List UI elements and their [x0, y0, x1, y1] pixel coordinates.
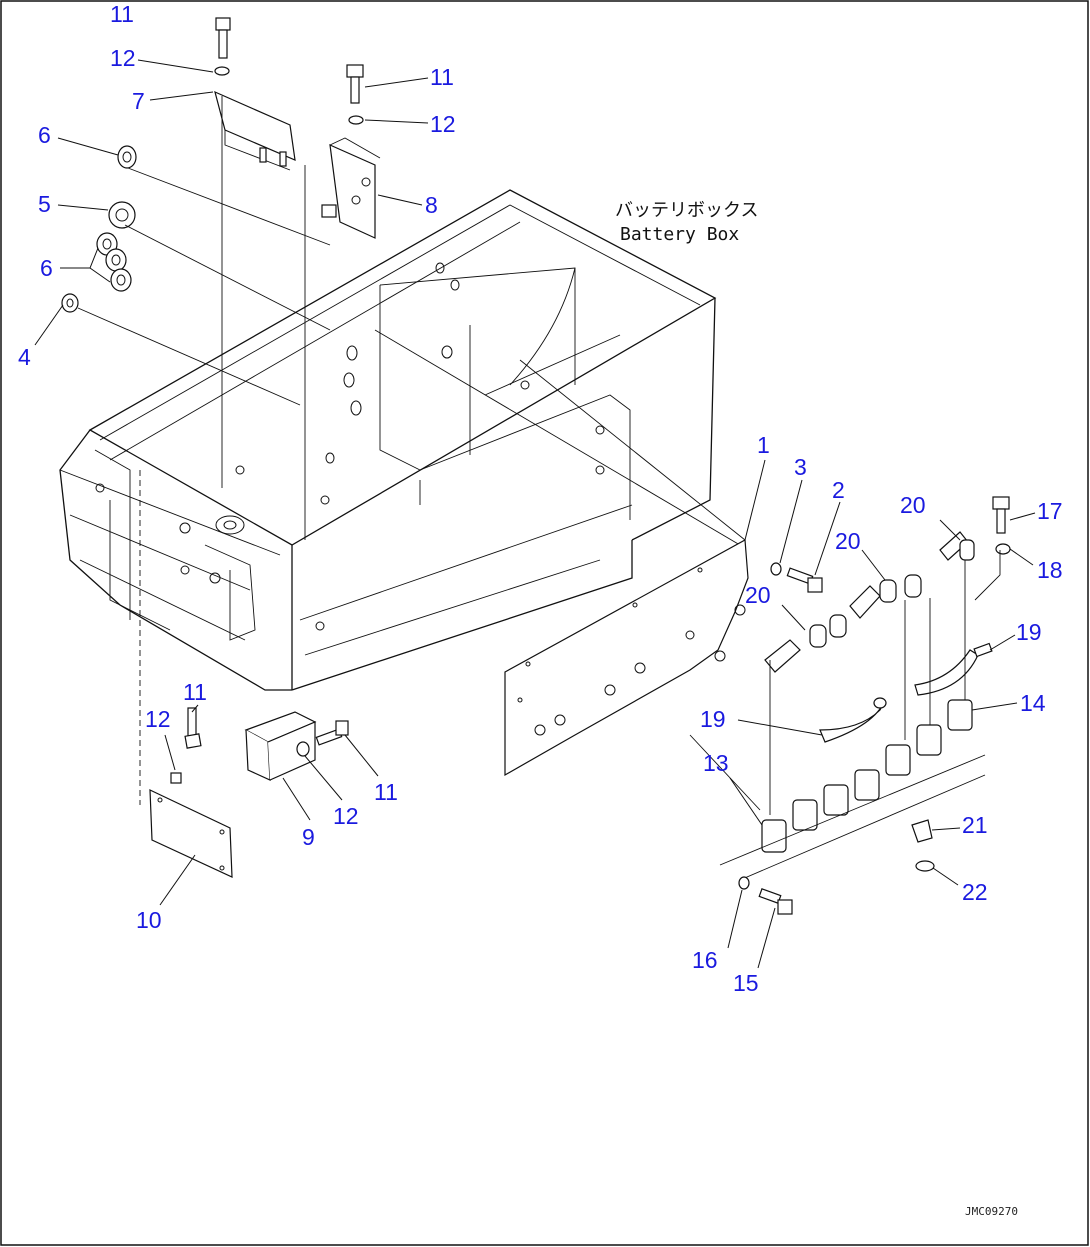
callout-11: 11 — [374, 779, 398, 805]
callout-8: 8 — [425, 192, 438, 218]
callout-18: 18 — [1037, 557, 1063, 583]
bolt-part-15 — [758, 888, 793, 915]
bolt-part-lower-middle — [315, 720, 349, 746]
washer-part-16 — [738, 876, 750, 890]
callout-16: 16 — [692, 947, 718, 973]
callout-15: 15 — [733, 970, 759, 996]
terminal-cap-part-20-b — [849, 574, 922, 619]
callout-11: 11 — [430, 64, 454, 90]
callout-21: 21 — [962, 812, 988, 838]
relay-array-part-13-14 — [719, 560, 986, 881]
bolt-part-upper-middle — [346, 64, 364, 104]
wire-part-19-b — [914, 642, 993, 696]
document-id: JMC09270 — [965, 1205, 1018, 1218]
washer-part-lower-middle — [296, 741, 310, 757]
bracket-part-7 — [214, 90, 296, 171]
grommet-part-6-stack — [96, 232, 132, 292]
bolt-part-2 — [786, 567, 823, 593]
callout-4: 4 — [18, 344, 31, 370]
grommet-part-5 — [108, 201, 136, 229]
callout-12: 12 — [145, 706, 171, 732]
caption-english: Battery Box — [620, 224, 739, 245]
callout-12: 12 — [110, 45, 136, 71]
washer-part-upper-middle — [348, 115, 364, 125]
nut-part-lower-left — [170, 772, 182, 784]
callout-6: 6 — [40, 255, 53, 281]
bracket-part-9 — [244, 711, 317, 781]
callout-20: 20 — [900, 492, 926, 518]
caption-japanese: バッテリボックス — [615, 200, 758, 221]
callout-11: 11 — [110, 1, 134, 27]
battery-box-body — [59, 189, 717, 691]
terminal-cap-part-20-a — [764, 614, 847, 673]
callout-numbers: 11 12 7 6 5 6 4 11 12 8 1 3 2 20 20 20 1… — [18, 1, 1063, 996]
callout-20: 20 — [745, 582, 771, 608]
callout-6: 6 — [38, 122, 51, 148]
grommet-part-4 — [61, 293, 79, 313]
callout-5: 5 — [38, 191, 51, 217]
callout-10: 10 — [136, 907, 162, 933]
wire-part-19-a — [819, 697, 887, 743]
callout-22: 22 — [962, 879, 988, 905]
callout-13: 13 — [703, 750, 729, 776]
bracket-part-8 — [321, 137, 381, 239]
fuse-part-21 — [911, 819, 933, 843]
top-washer-part — [214, 66, 230, 76]
callout-17: 17 — [1037, 498, 1063, 524]
assembly-lines-left — [77, 96, 746, 805]
callout-20: 20 — [835, 528, 861, 554]
ring-part-22 — [915, 860, 935, 872]
washer-part-3 — [770, 562, 782, 576]
callout-12: 12 — [430, 111, 456, 137]
callout-3: 3 — [794, 454, 807, 480]
callout-2: 2 — [832, 477, 845, 503]
bolt-part-lower-left — [184, 707, 202, 749]
callout-7: 7 — [132, 88, 145, 114]
bolt-part-17 — [992, 496, 1010, 534]
callout-12: 12 — [333, 803, 359, 829]
leader-lines — [34, 59, 1036, 969]
washer-part-18 — [995, 543, 1011, 555]
callout-9: 9 — [302, 824, 315, 850]
callout-19: 19 — [1016, 619, 1042, 645]
grommet-part-6-top — [117, 145, 137, 169]
callout-11: 11 — [183, 679, 207, 705]
cover-plate-part-10 — [149, 789, 233, 878]
callout-1: 1 — [757, 432, 770, 458]
callout-19: 19 — [700, 706, 726, 732]
terminal-cap-part-20-c — [939, 531, 975, 561]
relay-panel-part-1 — [504, 539, 749, 777]
assembly-lines-right — [689, 550, 1001, 811]
top-bolt-part — [215, 17, 231, 59]
callout-14: 14 — [1020, 690, 1046, 716]
